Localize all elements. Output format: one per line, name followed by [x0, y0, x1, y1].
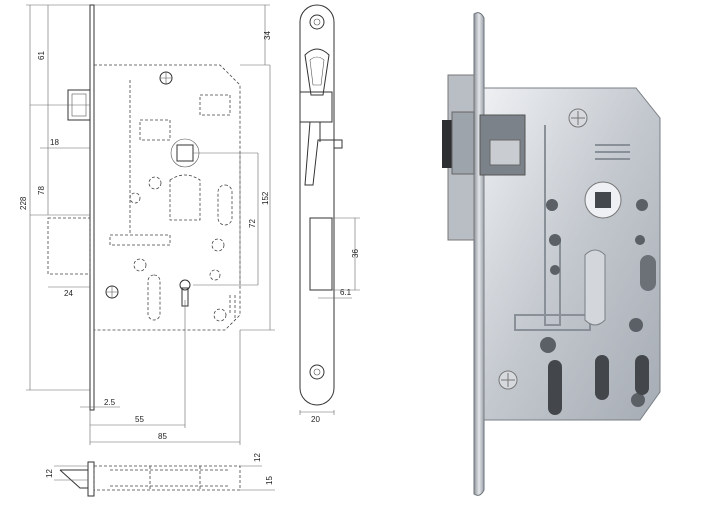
forend-edge: [87, 461, 95, 497]
photo-keyhole-middle: [595, 355, 609, 400]
dim-228: 228: [19, 196, 28, 210]
body-edge: [93, 465, 241, 491]
dead-bolt: [47, 217, 91, 275]
bolt-slot: [309, 217, 333, 291]
dim-55: 55: [135, 415, 144, 424]
follower-square: [176, 144, 194, 162]
side-view: 36 6.1 20: [299, 4, 360, 424]
photo-lock-body: [483, 87, 661, 421]
lock-body: [94, 64, 241, 331]
dim-12-right: 12: [253, 453, 262, 462]
photo-forend-plate: [473, 12, 485, 496]
dim-152: 152: [261, 191, 270, 205]
dim-78: 78: [37, 186, 46, 195]
product-photo: [442, 12, 661, 496]
dim-20: 20: [311, 415, 320, 424]
lever-shape: [304, 48, 330, 96]
dim-6-1: 6.1: [340, 288, 352, 297]
forend-plate: [89, 4, 95, 411]
dim-61: 61: [37, 51, 46, 60]
dim-36: 36: [351, 249, 360, 258]
dim-15: 15: [265, 476, 274, 485]
dim-34: 34: [263, 31, 272, 40]
dim-2-5: 2.5: [104, 398, 116, 407]
keyhole-top: [179, 279, 191, 291]
dim-85: 85: [158, 432, 167, 441]
photo-keyhole-right: [635, 355, 649, 395]
front-view: 61 78 228 18 24 34 152 72 2.5 55 85: [19, 4, 275, 445]
bottom-view: 12 12 15: [45, 453, 275, 497]
dim-24: 24: [64, 289, 73, 298]
forend-outline: [299, 4, 335, 406]
dim-12-left: 12: [45, 469, 54, 478]
dim-72: 72: [248, 219, 257, 228]
dim-18: 18: [50, 138, 59, 147]
photo-keyhole-left: [548, 360, 562, 415]
